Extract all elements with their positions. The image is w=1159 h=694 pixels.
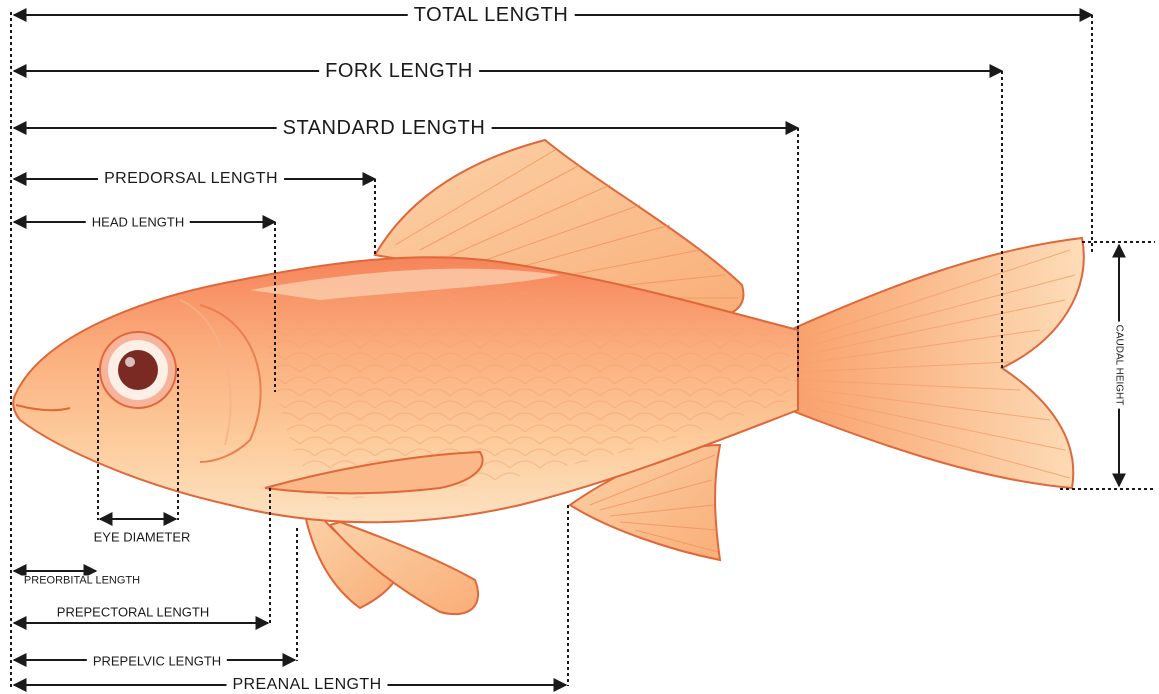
predorsal-length-label: PREDORSAL LENGTH	[98, 171, 284, 187]
caudal-height-label: CAUDAL HEIGHT	[1114, 322, 1125, 409]
eye	[100, 332, 176, 408]
eye-diameter-label: EYE DIAMETER	[88, 531, 197, 544]
head-length-label: HEAD LENGTH	[86, 216, 190, 229]
preanal-length-label: PREANAL LENGTH	[226, 677, 387, 693]
caudal-fin	[790, 238, 1084, 488]
standard-length-label: STANDARD LENGTH	[277, 118, 492, 138]
fork-length-label: FORK LENGTH	[319, 61, 479, 81]
prepelvic-length-label: PREPELVIC LENGTH	[87, 655, 227, 668]
prepectoral-length-label: PREPECTORAL LENGTH	[51, 606, 215, 619]
preorbital-length-label: PREORBITAL LENGTH	[22, 576, 142, 587]
total-length-label: TOTAL LENGTH	[408, 5, 575, 25]
